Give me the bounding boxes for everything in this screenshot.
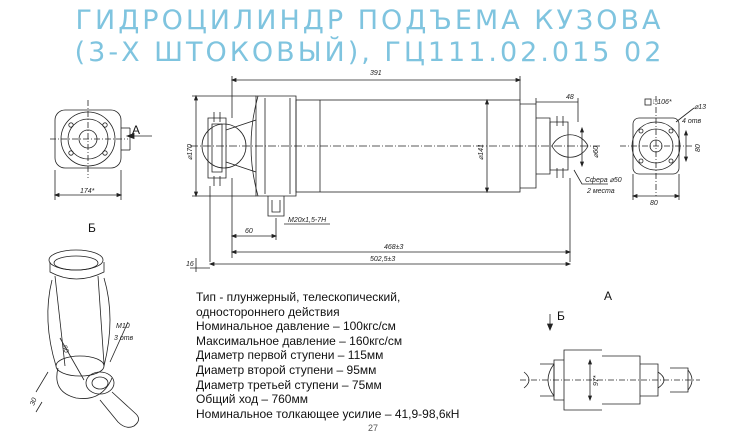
- title-line-2: (3-Х ШТОКОВЫЙ), ГЦ111.02.015 02: [74, 37, 665, 68]
- dim-two-places: 2 места: [586, 188, 615, 195]
- title-line-1: ГИДРОЦИЛИНДР ПОДЪЕМА КУЗОВА: [75, 5, 664, 36]
- isometric-view-b: [35, 249, 139, 428]
- view-label-b-left: Б: [88, 221, 96, 235]
- dim-174: 174*: [80, 188, 95, 195]
- dim-dia-170: ⌀170: [187, 144, 194, 160]
- dim-holes-3: 3 отв: [114, 335, 134, 342]
- spec-line: Тип - плунжерный, телескопический,: [196, 290, 401, 304]
- spec-line: Номинальное толкающее усилие – 41,9-98,6…: [196, 406, 460, 421]
- dim-502: 502,5±3: [370, 256, 395, 263]
- dim-thread: M20x1,5-7H: [288, 217, 327, 224]
- dim-sq-106: □106*: [653, 99, 672, 106]
- dim-80-horizontal: 80: [650, 200, 658, 207]
- dim-60: 60: [245, 228, 253, 235]
- dim-391: 391: [370, 70, 382, 77]
- dim-97: 97*: [593, 375, 600, 386]
- dim-468: 468±3: [384, 244, 404, 251]
- dim-16: 16: [186, 261, 194, 268]
- bottom-view-a: [520, 349, 700, 411]
- view-label-a-right: A: [604, 289, 612, 303]
- spec-line: Диаметр второй ступени – 95мм: [196, 362, 377, 377]
- spec-line: Диаметр третьей ступени – 75мм: [196, 377, 382, 392]
- spec-line: одностороннего действия: [196, 304, 340, 319]
- spec-line: Номинальное давление – 100кгс/см: [196, 319, 396, 334]
- view-label-a-arrow: A: [132, 123, 140, 137]
- page-number: 27: [368, 423, 379, 433]
- dim-30: 30: [29, 397, 38, 407]
- main-side-view: [190, 76, 608, 272]
- dim-sphere: Сфера ⌀50: [585, 177, 622, 184]
- dim-48: 48: [566, 94, 574, 101]
- spec-line: Диаметр первой ступени – 115мм: [196, 348, 384, 363]
- spec-line: Максимальное давление – 160кгс/см: [196, 333, 403, 348]
- spec-list: Тип - плунжерный, телескопический, однос…: [196, 290, 459, 421]
- dim-dia-60: ⌀60: [593, 146, 600, 158]
- spec-line: Общий ход – 760мм: [196, 392, 308, 407]
- dim-dia-141: ⌀141: [478, 144, 485, 160]
- left-end-view: [50, 100, 131, 200]
- dim-80-vertical: 80: [695, 144, 702, 152]
- right-end-view: [620, 96, 695, 200]
- view-label-b-right: Б: [557, 309, 565, 323]
- dim-80-iso: 80: [60, 344, 69, 354]
- dim-dia-13: ⌀13: [694, 104, 706, 111]
- dim-holes-4: 4 отв: [682, 118, 702, 125]
- dim-m10: M10: [116, 323, 130, 330]
